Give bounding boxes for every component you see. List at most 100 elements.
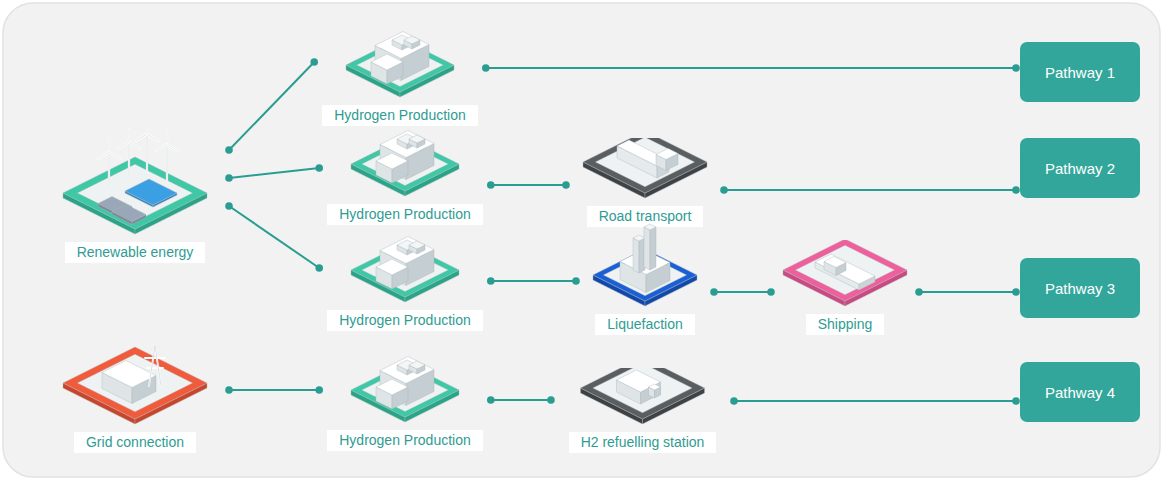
stage-label: H2 refuelling station [581, 434, 705, 450]
icon-stroke [149, 346, 155, 386]
connector-group [225, 386, 323, 394]
icon-face [351, 137, 459, 191]
stage-label: Shipping [818, 316, 873, 332]
platform-inner [795, 245, 894, 295]
icon-face [376, 379, 408, 395]
stage-label: Hydrogen Production [339, 432, 471, 448]
platform-inner [77, 354, 192, 412]
connector-line [714, 291, 771, 293]
icon-face [351, 363, 459, 417]
connector-line [229, 62, 314, 150]
icon-face [409, 135, 425, 143]
icon-face [380, 131, 434, 158]
pathway-box: Pathway 4 [1020, 362, 1140, 422]
stage-node: Road transport [570, 138, 720, 227]
connector-dot [487, 277, 495, 285]
icon-stroke [129, 142, 130, 180]
icon-stroke [109, 139, 110, 152]
icon-face [376, 259, 408, 275]
icon-face [371, 54, 403, 70]
icon-stroke [129, 129, 130, 142]
stage-node: Liquefaction [580, 220, 710, 335]
connector-group [487, 181, 570, 189]
icon-face [380, 237, 434, 264]
connector-group [487, 396, 555, 404]
icon-stroke [118, 142, 129, 149]
stage-label-patch: Liquefaction [595, 314, 695, 335]
platform-inner [593, 368, 692, 413]
icon-face [63, 157, 207, 229]
connector-dot [225, 202, 233, 210]
icon-stroke [166, 144, 168, 182]
connector-dot [1012, 186, 1020, 194]
icon-face [783, 240, 907, 301]
connector-group [730, 397, 1020, 405]
icon-face [102, 361, 156, 388]
icon-art [63, 128, 207, 234]
connector-line [229, 168, 319, 178]
icon-stroke [146, 134, 148, 172]
connector-line [734, 400, 1016, 402]
pathway-box: Pathway 1 [1020, 42, 1140, 102]
icon-stroke [129, 142, 140, 149]
stage-label-patch: Renewable energy [65, 242, 206, 263]
icon-stroke [109, 152, 120, 159]
connector-dot [730, 397, 738, 405]
icon-face [650, 227, 656, 270]
icon-face [824, 257, 846, 268]
stage-node: Hydrogen Production [323, 345, 487, 451]
connector-group [225, 202, 323, 272]
connector-group [225, 58, 318, 154]
connector-dot [572, 277, 580, 285]
connector-group [225, 164, 323, 182]
icon-stroke [166, 131, 168, 144]
connector-dot [315, 164, 323, 172]
connector-dot [315, 264, 323, 272]
stage-icon [325, 112, 485, 204]
stage-label-patch: Hydrogen Production [327, 430, 483, 451]
icon-face [380, 357, 434, 384]
icon-stroke [145, 357, 165, 359]
icon-face [125, 179, 177, 205]
connector-dot [720, 186, 728, 194]
stage-icon [45, 128, 225, 242]
stage-node: H2 refuelling station [555, 368, 730, 453]
icon-stroke [98, 152, 109, 159]
stage-label-patch: H2 refuelling station [569, 432, 717, 453]
pathway-label: Pathway 1 [1045, 64, 1115, 81]
stage-icon [570, 138, 720, 206]
icon-face [633, 238, 639, 273]
icon-stroke [128, 129, 130, 142]
connector-line [229, 206, 319, 268]
icon-stroke [147, 134, 158, 141]
stage-icon [580, 220, 710, 314]
icon-face [581, 368, 705, 419]
icon-stroke [128, 142, 130, 180]
connector-line [491, 399, 551, 401]
stage-label-patch: Hydrogen Production [322, 105, 478, 126]
connector-dot [487, 396, 495, 404]
connector-dot [225, 174, 233, 182]
icon-stroke [147, 134, 158, 141]
icon-face [346, 38, 454, 92]
connector-dot [915, 288, 923, 296]
connector-line [919, 291, 1016, 293]
icon-art [351, 357, 459, 423]
icon-stroke [98, 152, 109, 159]
stage-label-patch: Grid connection [74, 432, 196, 453]
connector-group [487, 277, 580, 285]
icon-stroke [136, 134, 147, 141]
stage-node: Hydrogen Production [323, 222, 487, 331]
icon-face [649, 384, 661, 390]
connector-group [710, 288, 775, 296]
icon-art [783, 240, 907, 306]
icon-stroke [129, 142, 140, 149]
stage-label-patch: Hydrogen Production [327, 310, 483, 331]
icon-face [351, 243, 459, 297]
stage-icon [775, 240, 915, 314]
icon-art [581, 368, 705, 424]
icon-stroke [167, 144, 178, 151]
icon-stroke [108, 152, 110, 190]
connector-dot [710, 288, 718, 296]
icon-art [583, 138, 707, 198]
